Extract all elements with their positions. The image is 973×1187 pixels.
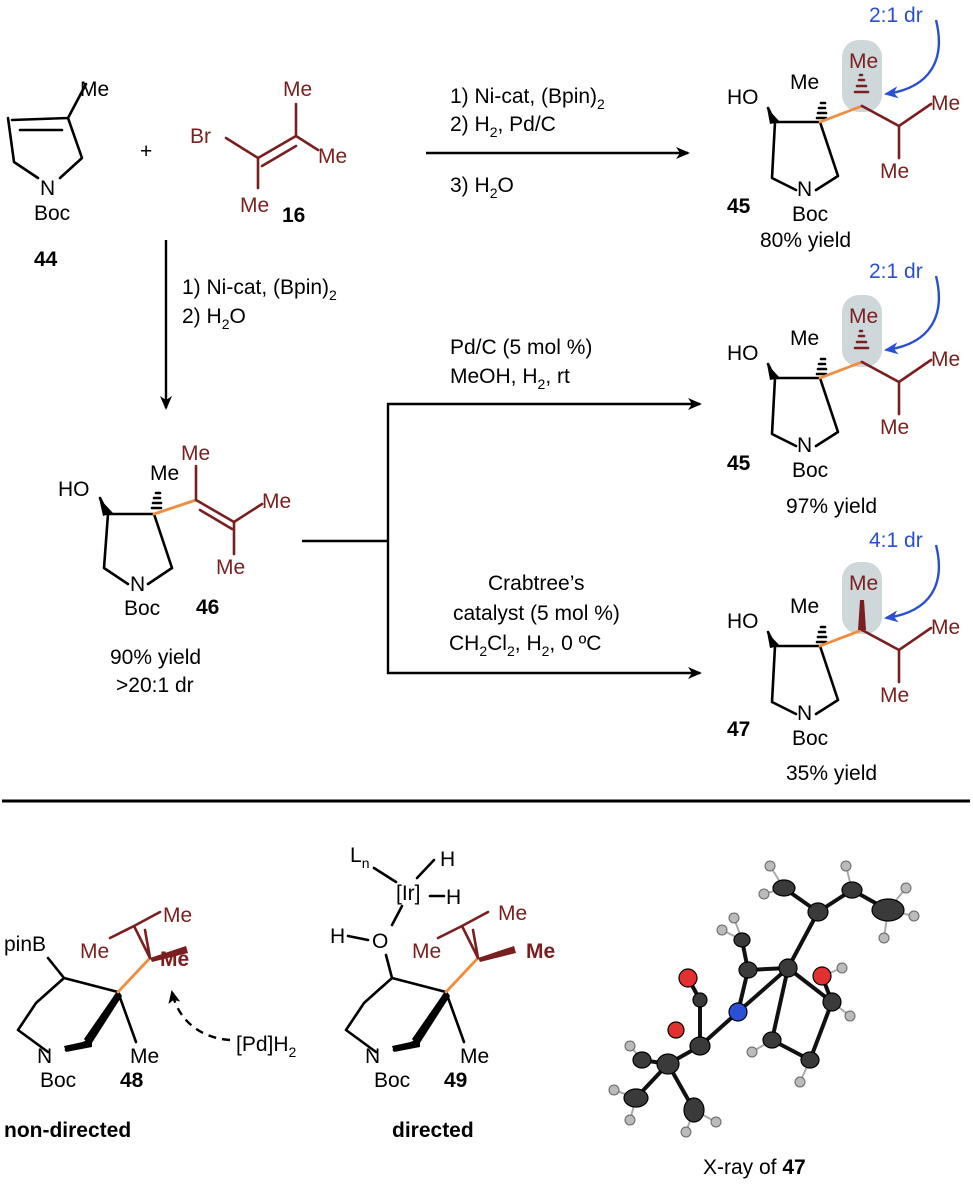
palladium-hydride: [Pd]H2 xyxy=(236,1033,297,1060)
vinyl-methyl-top: Me xyxy=(181,442,210,465)
pinb-label: pinB xyxy=(4,933,46,956)
compound-16-bromine: Br xyxy=(190,125,211,148)
compound-16-methyl-bottom: Me xyxy=(240,194,269,217)
crabtree-condition-2: catalyst (5 mol %) xyxy=(453,602,620,625)
hydroxyl-hydrogen: H xyxy=(330,925,345,948)
diastereomer-ratio: 2:1 dr xyxy=(869,4,923,27)
compound-45-top: HO Me Me Me Me N Boc 45 80% yield 2:1 dr xyxy=(727,4,960,252)
vinyl-methyl-left: Me xyxy=(412,940,441,963)
diastereomer-ratio: 2:1 dr xyxy=(869,260,923,283)
isopropyl-methyl-2: Me xyxy=(880,684,909,707)
compound-16: Br Me Me Me 16 xyxy=(190,78,347,227)
branch-arrows: Pd/C (5 mol %) MeOH, H2, rt Crabtree’s c… xyxy=(302,336,702,679)
pd-condition-2: MeOH, H2, rt xyxy=(450,365,570,392)
boc-group: Boc xyxy=(40,1069,76,1092)
vinyl-methyl-left: Me xyxy=(80,940,109,963)
xray-structure: X-ray of 47 xyxy=(608,860,920,1179)
boc-group: Boc xyxy=(792,727,828,750)
compound-45-middle: HO Me Me Me Me N Boc 45 97% yield 2:1 dr xyxy=(727,260,960,518)
compound-46-dr: >20:1 dr xyxy=(116,674,194,697)
ring-nitrogen: N xyxy=(797,434,812,457)
hydride-1: H xyxy=(440,848,455,871)
compound-45-yield: 80% yield xyxy=(760,229,851,252)
ring-nitrogen: N xyxy=(37,1045,52,1068)
compound-48-number: 48 xyxy=(120,1069,144,1092)
directed-label: directed xyxy=(392,1119,474,1142)
compound-45-yield: 97% yield xyxy=(786,495,877,518)
quaternary-methyl: Me xyxy=(130,1045,159,1068)
highlighted-methyl: Me xyxy=(849,50,878,73)
non-directed-label: non-directed xyxy=(4,1119,131,1142)
quaternary-methyl: Me xyxy=(790,71,819,94)
compound-46: HO Me Me Me Me N Boc 46 90% yield >20:1 … xyxy=(58,442,291,697)
isopropyl-methyl-1: Me xyxy=(931,92,960,115)
vertical-condition-1: 1) Ni-cat, (Bpin)2 xyxy=(182,276,337,303)
boc-group: Boc xyxy=(792,459,828,482)
oxygen-label: O xyxy=(372,930,388,953)
boc-group: Boc xyxy=(124,597,160,620)
quaternary-methyl: Me xyxy=(460,1045,489,1068)
crabtree-condition-3: CH2Cl2, H2, 0 ºC xyxy=(449,632,601,659)
compound-45-number: 45 xyxy=(727,195,751,218)
boc-group: Boc xyxy=(374,1069,410,1092)
iridium-label: [Ir] xyxy=(396,882,421,905)
vinyl-methyl-bold: Me xyxy=(526,940,555,963)
compound-49-number: 49 xyxy=(444,1069,467,1092)
compound-44-methyl: Me xyxy=(80,78,109,101)
vinyl-methyl-top: Me xyxy=(498,902,527,925)
compound-46-yield: 90% yield xyxy=(110,646,201,669)
vertical-condition-2: 2) H2O xyxy=(182,305,246,332)
highlight-box xyxy=(842,562,882,634)
quaternary-methyl: Me xyxy=(790,595,819,618)
crabtree-condition-1: Crabtree’s xyxy=(488,572,585,595)
compound-49: Ln H [Ir] H H O Me Me Me Me N Boc 49 dir… xyxy=(330,844,555,1142)
plus-sign: + xyxy=(140,140,152,163)
compound-48: pinB Me Me Me Me N Boc 48 non-directed [… xyxy=(4,904,297,1142)
top-condition-3: 3) H2O xyxy=(450,174,514,201)
compound-16-number: 16 xyxy=(282,204,305,227)
ring-nitrogen: N xyxy=(797,178,812,201)
diastereomer-ratio: 4:1 dr xyxy=(869,529,923,552)
vertical-reaction: 1) Ni-cat, (Bpin)2 2) H2O xyxy=(160,240,337,410)
compound-46-number: 46 xyxy=(196,596,219,619)
quaternary-methyl: Me xyxy=(790,327,819,350)
isopropyl-methyl-2: Me xyxy=(880,160,909,183)
compound-47-yield: 35% yield xyxy=(786,762,877,785)
xray-caption: X-ray of 47 xyxy=(703,1156,806,1179)
ligand-label: Ln xyxy=(350,844,369,871)
ring-nitrogen: N xyxy=(130,573,145,596)
quaternary-methyl: Me xyxy=(150,462,179,485)
compound-47: HO Me Me Me Me N Boc 47 35% yield 4:1 dr xyxy=(727,529,960,785)
compound-45-number: 45 xyxy=(727,452,751,475)
top-reaction: 1) Ni-cat, (Bpin)2 2) H2, Pd/C 3) H2O xyxy=(426,85,690,201)
hydride-2: H xyxy=(446,886,461,909)
isopropyl-methyl-1: Me xyxy=(931,348,960,371)
vinyl-methyl-bold: Me xyxy=(160,948,189,971)
top-condition-2: 2) H2, Pd/C xyxy=(450,113,556,140)
compound-44-nitrogen: N xyxy=(40,177,55,200)
vinyl-methyl-bottom: Me xyxy=(216,556,245,579)
vinyl-methyl-right: Me xyxy=(262,490,291,513)
hydroxyl-label: HO xyxy=(727,610,759,633)
compound-44-number: 44 xyxy=(34,248,58,271)
compound-44: Me N Boc 44 xyxy=(6,78,109,271)
isopropyl-methyl-2: Me xyxy=(880,416,909,439)
pd-condition-1: Pd/C (5 mol %) xyxy=(450,336,592,359)
highlighted-methyl: Me xyxy=(849,572,878,595)
hydroxyl-label: HO xyxy=(727,342,759,365)
hydroxyl-label: HO xyxy=(58,478,90,501)
boc-group: Boc xyxy=(792,203,828,226)
vinyl-methyl-top: Me xyxy=(163,904,192,927)
isopropyl-methyl-1: Me xyxy=(931,616,960,639)
compound-47-number: 47 xyxy=(727,718,750,741)
compound-44-boc: Boc xyxy=(34,202,70,225)
compound-16-methyl-right: Me xyxy=(318,145,347,168)
top-condition-1: 1) Ni-cat, (Bpin)2 xyxy=(450,85,605,112)
ring-nitrogen: N xyxy=(797,702,812,725)
ring-nitrogen: N xyxy=(365,1045,380,1068)
compound-16-methyl-top: Me xyxy=(283,78,312,101)
highlighted-methyl: Me xyxy=(849,305,878,328)
hydroxyl-label: HO xyxy=(727,86,759,109)
